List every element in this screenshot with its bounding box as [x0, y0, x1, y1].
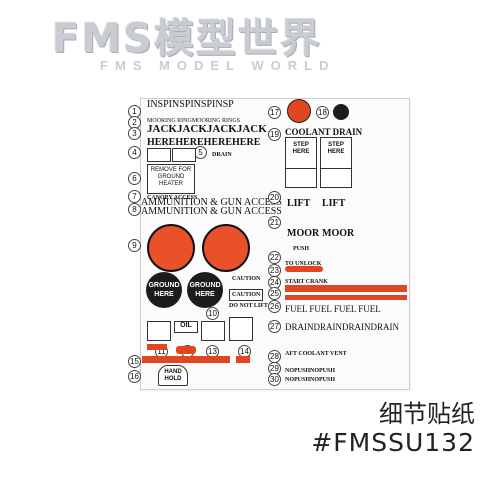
- decal-aft-coolant-vent: AFT COOLANT VENT: [285, 351, 347, 357]
- decal-number-4: 4: [128, 146, 141, 159]
- decal-number-16: 16: [128, 370, 141, 383]
- decal-number-9: 9: [128, 239, 141, 252]
- decal-box-11: [147, 321, 171, 341]
- decal-number-6: 6: [128, 172, 141, 185]
- decal-moor-2: MOOR: [322, 228, 355, 239]
- decal-here: HEREHEREHEREHERE: [147, 137, 261, 148]
- decal-number-26: 26: [268, 300, 281, 313]
- decal-ammunition-1: AMMUNITION & GUN ACCESS: [141, 197, 282, 208]
- decal-number-3: 3: [128, 127, 141, 140]
- decal-oil: OIL: [174, 321, 198, 333]
- decal-red-roundel-1: [147, 224, 195, 272]
- decal-caution-1: CAUTION: [232, 276, 261, 282]
- decal-box-13: [201, 321, 225, 341]
- decal-drain-row: DRAINDRAINDRAINDRAIN: [285, 322, 399, 332]
- decal-red-circle-17: [287, 99, 311, 123]
- decal-moor-1: MOOR: [287, 228, 320, 239]
- decal-insp: INSPINSPINSPINSP: [147, 99, 234, 110]
- decal-drain-small: DRAIN: [212, 152, 232, 158]
- decal-box-20b: [320, 168, 352, 188]
- decal-number-22: 22: [268, 251, 281, 264]
- decal-lift-1: LIFT: [287, 198, 311, 209]
- decal-number-8: 8: [128, 203, 141, 216]
- decal-red-pill-23: [285, 266, 323, 272]
- decal-number-18: 18: [316, 106, 329, 119]
- decal-remove-for-ground-heater: REMOVE FOR GROUND HEATER: [147, 164, 195, 194]
- decal-step-here-2: STEP HERE: [320, 137, 352, 169]
- product-title: 细节贴纸: [379, 400, 475, 428]
- decal-number-21: 21: [268, 216, 281, 229]
- decal-number-20: 20: [268, 191, 281, 204]
- decal-fuel: FUEL FUEL FUEL FUEL: [285, 304, 381, 314]
- product-code: #FMSSU132: [311, 428, 475, 457]
- decal-number-29: 29: [268, 362, 281, 375]
- decal-red-roundel-2: [202, 224, 250, 272]
- decal-number-19: 19: [268, 128, 281, 141]
- decal-small-box-b: [172, 148, 196, 162]
- decal-box-20a: [285, 168, 317, 188]
- decal-start-crank: START CRANK: [285, 279, 328, 285]
- decal-red-strip-25: [285, 285, 407, 292]
- decal-to-unlock: TO UNLOCK: [285, 261, 322, 267]
- decal-number-10: 10: [206, 307, 219, 320]
- decal-number-30: 30: [268, 373, 281, 386]
- decal-ground-here-2: GROUND HERE: [187, 272, 223, 308]
- decal-lift-2: LIFT: [322, 198, 346, 209]
- decal-coolant-drain: COOLANT DRAIN: [285, 127, 363, 137]
- header-logo-band: [0, 0, 500, 78]
- decal-number-27: 27: [268, 320, 281, 333]
- decal-number-23: 23: [268, 264, 281, 277]
- decal-ammunition-2: AMMUNITION & GUN ACCESS: [141, 206, 282, 217]
- decal-nopush-2: NOPUSHNOPUSH: [285, 377, 336, 383]
- decal-box-14: [229, 317, 253, 341]
- decal-canopy-access: CANOPY ACCESS: [147, 195, 198, 201]
- decal-caution-2: CAUTION: [229, 289, 264, 301]
- decal-number-17: 17: [268, 106, 281, 119]
- decal-number-15: 15: [128, 355, 141, 368]
- decal-push: PUSH: [293, 246, 310, 252]
- decal-hand-hold: HAND HOLD: [158, 365, 188, 386]
- decal-red-strip-15: [142, 356, 230, 363]
- decal-number-7: 7: [128, 190, 141, 203]
- decal-nopush-1: NOPUSHNOPUSH: [285, 368, 336, 374]
- brand-logo-subtitle: FMS MODEL WORLD: [100, 58, 336, 73]
- decal-do-not-lift: DO NOT LIFT: [229, 303, 268, 309]
- decal-jack: JACKJACKJACKJACK: [147, 123, 267, 135]
- decal-small-box-a: [147, 148, 171, 162]
- decal-red-strip-25b: [285, 295, 407, 300]
- decal-number-25: 25: [268, 287, 281, 300]
- decal-red-strip-15b: [236, 356, 250, 363]
- decal-red-bar-11: [147, 344, 167, 350]
- decal-step-here-1: STEP HERE: [285, 137, 317, 169]
- brand-logo: FMS模型世界: [52, 16, 322, 62]
- decal-red-bar-12: [176, 346, 196, 354]
- decal-number-14: 14: [238, 345, 251, 358]
- decal-mooring-rings: MOORING RINGMOORING RINGS: [147, 118, 241, 124]
- decal-ground-here-1: GROUND HERE: [146, 272, 182, 308]
- decal-black-circle-18: [333, 104, 349, 120]
